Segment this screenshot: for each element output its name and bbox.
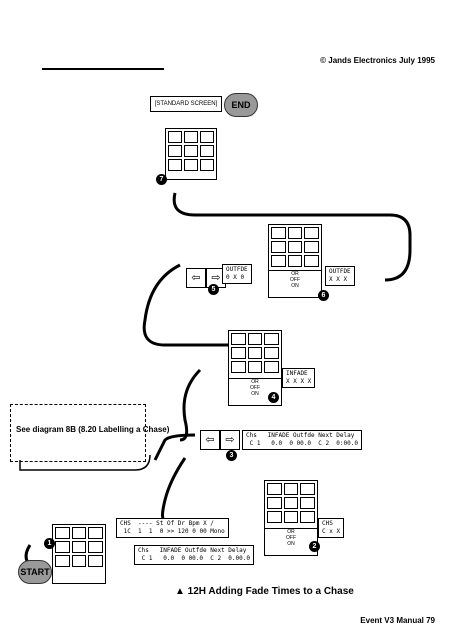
end-badge: END xyxy=(224,93,258,117)
step-badge-7: 7 xyxy=(156,174,167,185)
start-badge: START xyxy=(18,560,52,584)
outfde-display-1: OUTFDE 0 X 0 xyxy=(222,264,252,284)
keypad-step-1 xyxy=(52,524,106,584)
left-arrow-button-2[interactable]: ⇦ xyxy=(200,430,220,450)
infade-display: INFADE X X X X xyxy=(282,368,316,388)
step-badge-1: 1 xyxy=(44,538,55,549)
side-note-box xyxy=(10,404,146,462)
outfde-display-2: OUTFDE X X X xyxy=(325,266,355,286)
chs-display: CHS C x X xyxy=(318,518,345,538)
page-footer: Event V3 Manual 79 xyxy=(360,616,435,625)
chase-lcd-top: CHS ---- St Of Dr Bpm X / 1C 1 1 0 >> 12… xyxy=(116,518,229,538)
header-copyright: © Jands Electronics July 1995 xyxy=(320,56,435,65)
side-note-text: See diagram 8B (8.20 Labelling a Chase) xyxy=(16,425,170,434)
figure-caption: ▲ 12H Adding Fade Times to a Chase xyxy=(175,586,354,597)
left-arrow-button[interactable]: ⇦ xyxy=(186,268,206,288)
header-rule xyxy=(42,68,164,70)
chase-lcd-small: Chs INFADE Outfde Next Delay C 1 0.0 0 0… xyxy=(134,545,254,565)
right-arrow-button-2[interactable]: ⇨ xyxy=(220,430,240,450)
keypad-step-7 xyxy=(165,128,217,180)
step-badge-4: 4 xyxy=(268,392,279,403)
chase-lcd-mid: Chs INFADE Outfde Next Delay C 1 0.0 0 0… xyxy=(242,430,362,450)
step-badge-3: 3 xyxy=(226,450,237,461)
step-badge-2: 2 xyxy=(309,541,320,552)
standard-screen-label: [STANDARD SCREEN] xyxy=(150,96,222,112)
step-badge-6: 6 xyxy=(318,290,329,301)
step-badge-5: 5 xyxy=(208,284,219,295)
